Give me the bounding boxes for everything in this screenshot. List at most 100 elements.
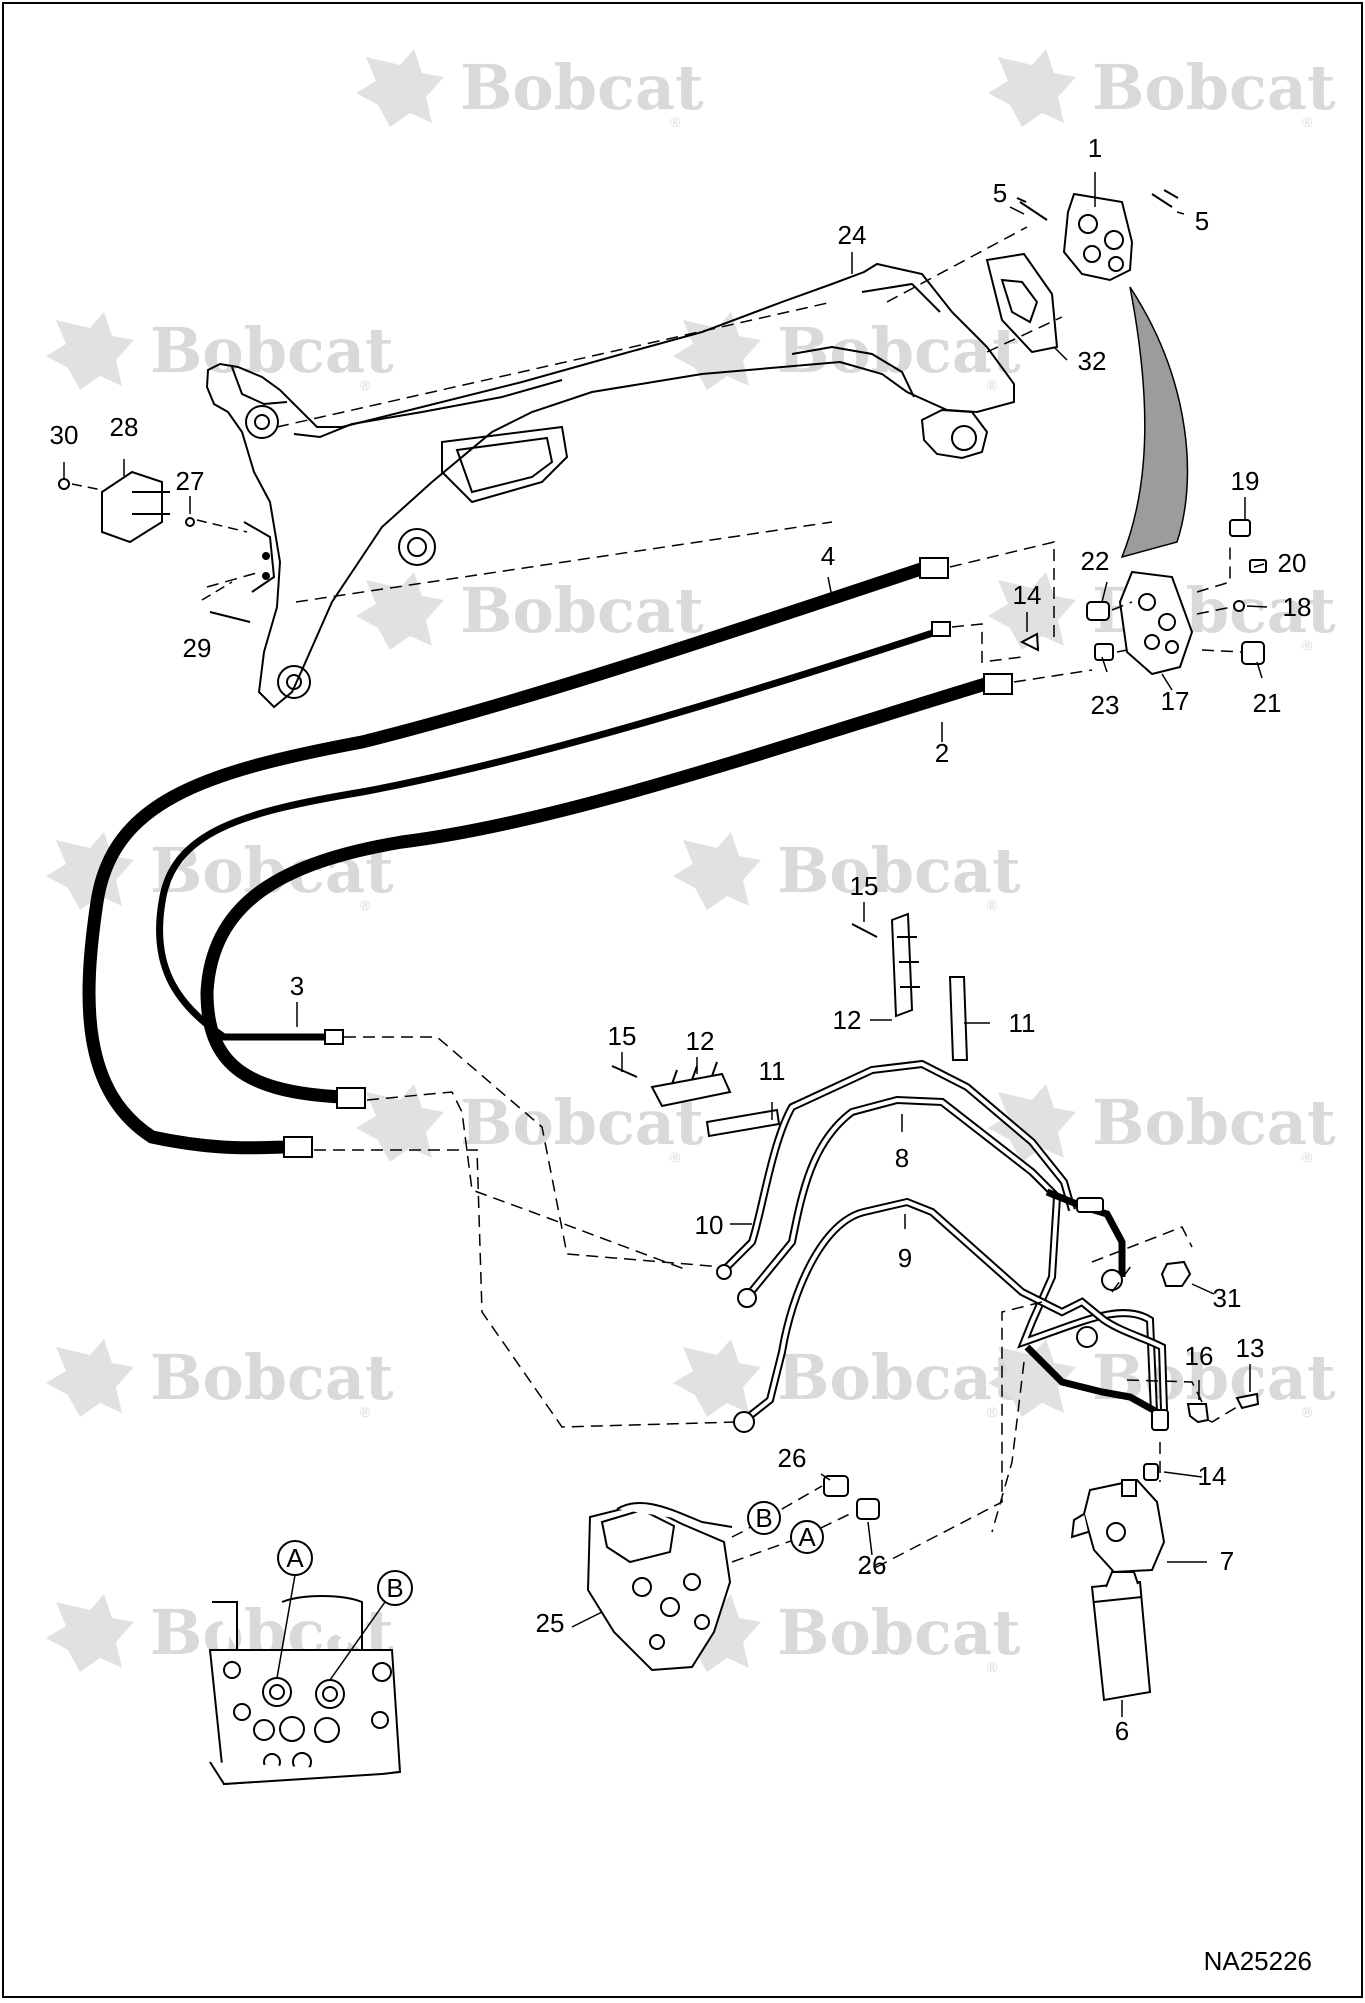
inset-leader-lines (276, 1574, 386, 1681)
inset-valve (208, 1595, 402, 1786)
watermark-reg-mark: ® (987, 1659, 998, 1675)
callout-14-top: 14 (1013, 580, 1042, 610)
callout-29: 29 (183, 633, 212, 663)
watermark-reg-mark: ® (1302, 637, 1313, 653)
hose-4 (82, 560, 930, 1155)
nut-31 (1160, 1260, 1192, 1287)
tube-9-core (740, 1199, 1166, 1424)
bobcat-logo-icon (46, 1339, 134, 1417)
tube-10-core (720, 1061, 1074, 1274)
watermark-reg-mark: ® (987, 1404, 998, 1420)
callout-18: 18 (1283, 592, 1312, 622)
document-id: NA25226 (1204, 1946, 1312, 1976)
bobcat-logo-icon (46, 832, 134, 910)
watermark-10: Bobcat ® (988, 1084, 1336, 1165)
watermark-text: Bobcat (460, 574, 704, 647)
inset-label-b: B (386, 1573, 403, 1603)
callout-11-left: 11 (759, 1056, 786, 1086)
watermark-12: Bobcat ® (673, 1339, 1021, 1420)
watermark-text: Bobcat (1092, 51, 1336, 124)
watermark-5: Bobcat ® (356, 572, 704, 653)
watermark-reg-mark: ® (360, 1404, 371, 1420)
bobcat-logo-icon (356, 49, 444, 127)
watermark-text: Bobcat (460, 51, 704, 124)
watermark-reg-mark: ® (670, 1149, 681, 1165)
watermark-text: Bobcat (777, 834, 1021, 907)
filter-head-7 (1070, 1478, 1166, 1574)
plate-11a (948, 976, 969, 1061)
bobcat-logo-icon (46, 1594, 134, 1672)
callout-15-left: 15 (608, 1021, 637, 1051)
bobcat-logo-icon (673, 832, 761, 910)
inset-marker-b: B (377, 1570, 413, 1606)
watermark-reg-mark: ® (360, 897, 371, 913)
watermark-reg-mark: ® (1302, 1404, 1313, 1420)
hose-end-fittings (283, 557, 1013, 1158)
callout-13: 13 (1236, 1333, 1265, 1363)
callout-28: 28 (110, 412, 139, 442)
leader-lines-valve-17 (1111, 547, 1243, 653)
port-marker-b: B (747, 1501, 781, 1535)
bobcat-logo-icon (988, 49, 1076, 127)
bolts-5 (1016, 189, 1179, 221)
callout-32: 32 (1078, 346, 1107, 376)
clamp-16 (1186, 1403, 1210, 1424)
callout-1: 1 (1088, 133, 1102, 163)
callout-24: 24 (838, 220, 867, 250)
tube-right-pipes (1024, 1188, 1159, 1416)
connector-wedge (1120, 286, 1189, 559)
valve-block-1 (1062, 192, 1134, 282)
watermark-text: Bobcat (1092, 1086, 1336, 1159)
callout-19: 19 (1231, 466, 1260, 496)
gasket-32 (985, 252, 1059, 354)
watermark-text: Bobcat (150, 314, 394, 387)
port-label-a: A (798, 1522, 816, 1552)
watermark-reg-mark: ® (1302, 1149, 1313, 1165)
callout-12-left: 12 (686, 1026, 715, 1056)
callout-26-bottom: 26 (858, 1550, 887, 1580)
callout-12-right: 12 (833, 1005, 862, 1035)
watermark-text: Bobcat (777, 1341, 1021, 1414)
callout-21: 21 (1253, 688, 1282, 718)
callout-16: 16 (1185, 1341, 1214, 1371)
watermark-11: Bobcat ® (46, 1339, 394, 1420)
watermark-text: Bobcat (150, 1341, 394, 1414)
clamp-12b (650, 1061, 732, 1108)
watermark-reg-mark: ® (670, 114, 681, 130)
watermark-reg-mark: ® (987, 897, 998, 913)
callout-8: 8 (895, 1143, 909, 1173)
watermark-reg-mark: ® (987, 377, 998, 393)
fittings-17-group (1019, 519, 1267, 665)
watermark-8: Bobcat ® (673, 832, 1021, 913)
port-label-b: B (755, 1503, 772, 1533)
callout-27: 27 (176, 466, 205, 496)
control-valve-25 (586, 1501, 733, 1672)
plate-11b (705, 1108, 781, 1138)
callout-5-right: 5 (1195, 206, 1209, 236)
leader-lines-hoses (314, 541, 1093, 1428)
valve-17 (1118, 570, 1194, 676)
callout-15-right: 15 (850, 871, 879, 901)
inset-label-a: A (286, 1543, 304, 1573)
watermark-3: Bobcat ® (46, 312, 394, 393)
callout-9: 9 (898, 1243, 912, 1273)
callout-2: 2 (935, 738, 949, 768)
leader-lines-bracket (71, 483, 248, 601)
watermark-text: Bobcat (1092, 1341, 1336, 1414)
bobcat-logo-icon (46, 312, 134, 390)
tube-end-fittings (716, 1197, 1169, 1433)
bobcat-logo-icon (673, 1339, 761, 1417)
callout-14-bottom: 14 (1198, 1461, 1227, 1491)
bolt-13 (1235, 1392, 1260, 1410)
leader-lines-valve-25 (731, 1485, 855, 1563)
callout-25: 25 (536, 1608, 565, 1638)
watermark-2: Bobcat ® (988, 49, 1336, 130)
bobcat-logo-icon (356, 572, 444, 650)
callout-30: 30 (50, 420, 79, 450)
lift-arm-24 (205, 262, 1015, 709)
tube-8-core (745, 1097, 1156, 1413)
callout-labels: 1 5 5 24 32 30 28 27 29 19 22 20 14 18 4… (50, 133, 1312, 1746)
watermark-1: Bobcat ® (356, 49, 704, 130)
